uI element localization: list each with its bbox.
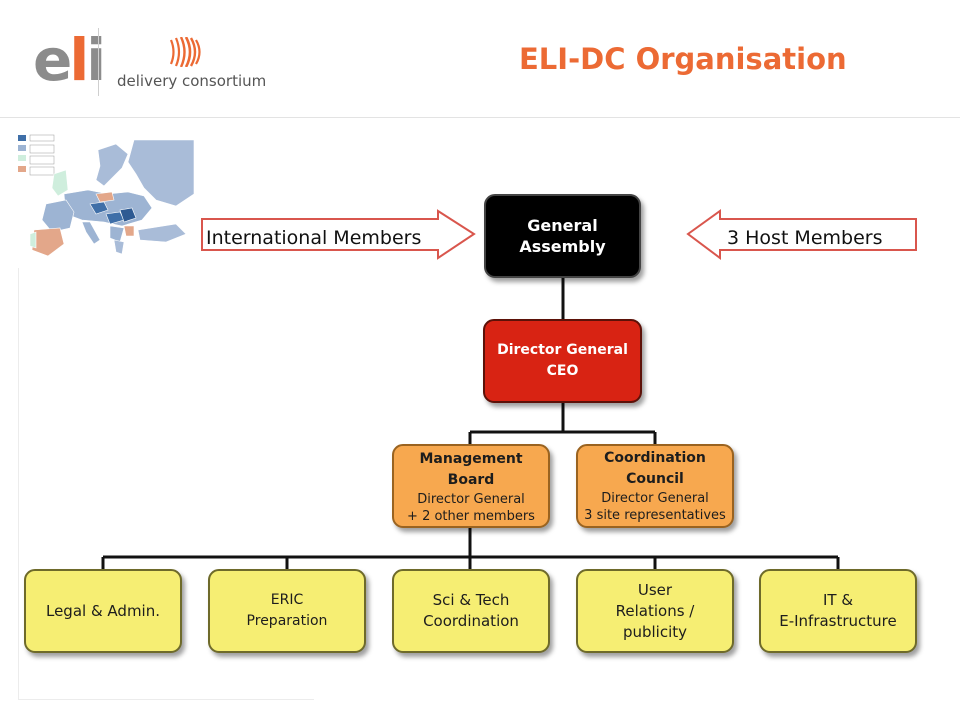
arrow-right-shape	[201, 209, 476, 260]
coordination-council-sub2: 3 site representatives	[584, 508, 726, 523]
unit-label: ERIC	[270, 592, 304, 608]
header-divider	[0, 117, 960, 118]
header: eli delivery consortium ELI-DC Organisat…	[0, 0, 960, 118]
general-assembly-box: General Assembly	[484, 194, 641, 278]
management-board-line1: Management	[419, 451, 523, 467]
region-host-ro	[119, 207, 137, 223]
eli-logo: eli	[33, 26, 106, 94]
europe-map	[18, 134, 194, 257]
legend-box	[29, 155, 55, 165]
legend-swatch-other	[18, 166, 26, 172]
legend-box	[29, 144, 55, 154]
region-turkey	[137, 223, 187, 243]
unit-eric-preparation-box: ERIC Preparation	[208, 569, 366, 653]
management-board-sub1: Director General	[417, 492, 525, 507]
region-east	[127, 139, 194, 207]
content-bottom-rule	[18, 699, 314, 700]
logo-divider	[98, 28, 99, 96]
content-left-rule	[18, 268, 19, 700]
general-assembly-line1: General	[527, 216, 598, 235]
host-members-label: 3 Host Members	[727, 227, 883, 249]
general-assembly-line2: Assembly	[519, 237, 606, 256]
coordination-council-box: Coordination Council Director General 3 …	[576, 444, 734, 528]
unit-label: Legal & Admin.	[45, 601, 160, 620]
legend-box	[29, 166, 55, 176]
region-other-1	[95, 191, 115, 203]
unit-legal-admin-box: Legal & Admin.	[24, 569, 182, 653]
logo-subtitle: delivery consortium	[117, 72, 267, 90]
region-host-cz	[89, 201, 109, 215]
international-members-label: International Members	[206, 227, 422, 249]
unit-sci-tech-box: Sci & Tech Coordination	[392, 569, 550, 653]
unit-label: Coordination	[423, 612, 519, 630]
arrow-left-shape	[686, 209, 917, 260]
unit-user-relations-box: User Relations / publicity	[576, 569, 734, 653]
unit-it-infrastructure-box: IT & E-Infrastructure	[759, 569, 917, 653]
legend-box	[29, 134, 55, 142]
unit-label: Sci & Tech	[432, 591, 510, 609]
region-portugal	[29, 231, 37, 249]
management-board-box: Management Board Director General + 2 ot…	[392, 444, 550, 528]
coordination-council-line2: Council	[626, 471, 684, 487]
director-general-line2: CEO	[546, 363, 579, 379]
region-north	[95, 143, 129, 187]
director-general-line1: Director General	[497, 342, 628, 358]
region-uk	[51, 169, 69, 197]
legend-swatch-hosting	[18, 135, 26, 141]
wave-logo-icon	[169, 37, 201, 67]
unit-label: Relations /	[615, 601, 695, 620]
coordination-council-sub1: Director General	[601, 491, 709, 506]
unit-label: IT &	[822, 591, 854, 609]
legend-swatch-consideration	[18, 155, 26, 161]
unit-label: Preparation	[246, 613, 328, 629]
director-general-box: Director General CEO	[483, 319, 642, 403]
region-greece	[113, 239, 125, 255]
unit-label: E-Infrastructure	[779, 612, 897, 630]
unit-label: User	[637, 580, 673, 599]
region-west	[41, 199, 75, 233]
management-board-line2: Board	[447, 472, 495, 488]
management-board-sub2: + 2 other members	[407, 509, 535, 524]
coordination-council-line1: Coordination	[604, 450, 706, 466]
legend-swatch-interest	[18, 145, 26, 151]
unit-label: publicity	[622, 622, 688, 641]
page-title: ELI-DC Organisation	[519, 42, 847, 76]
region-other-2	[123, 225, 135, 237]
region-italy	[81, 221, 101, 245]
map-legend	[18, 134, 55, 176]
